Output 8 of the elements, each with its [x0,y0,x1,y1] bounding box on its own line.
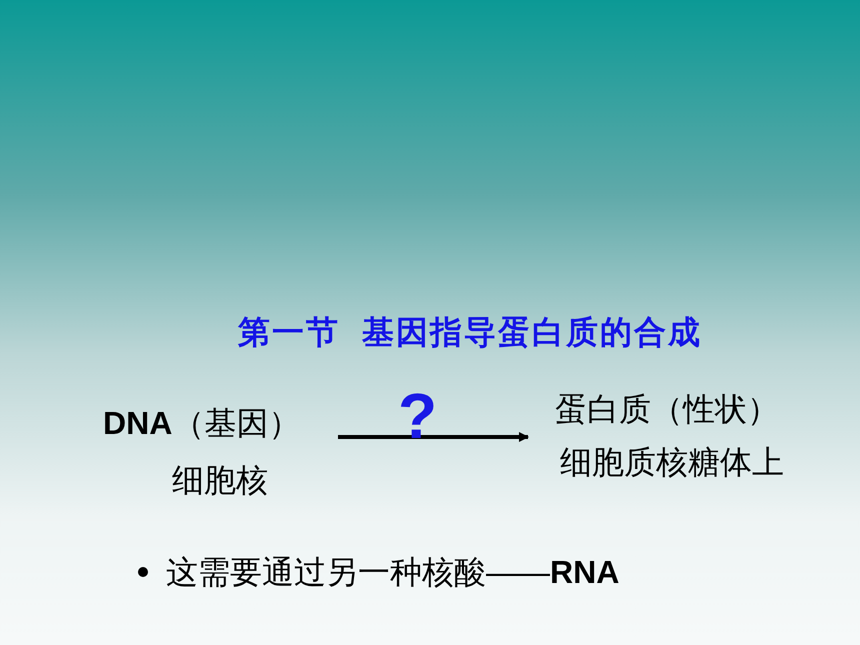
edge-label: ? [398,384,438,448]
location-text: 细胞核 [172,461,268,500]
concept-text: DNA（基因） [100,400,338,446]
location-text: 细胞质核糖体上 [560,443,784,482]
note-text: 这需要通过另一种核酸——RNA [166,553,620,592]
concept-text: 蛋白质（性状） [528,386,828,432]
slide-title: 第一节 基因指导蛋白质的合成 [237,313,703,352]
arrow [338,432,529,442]
